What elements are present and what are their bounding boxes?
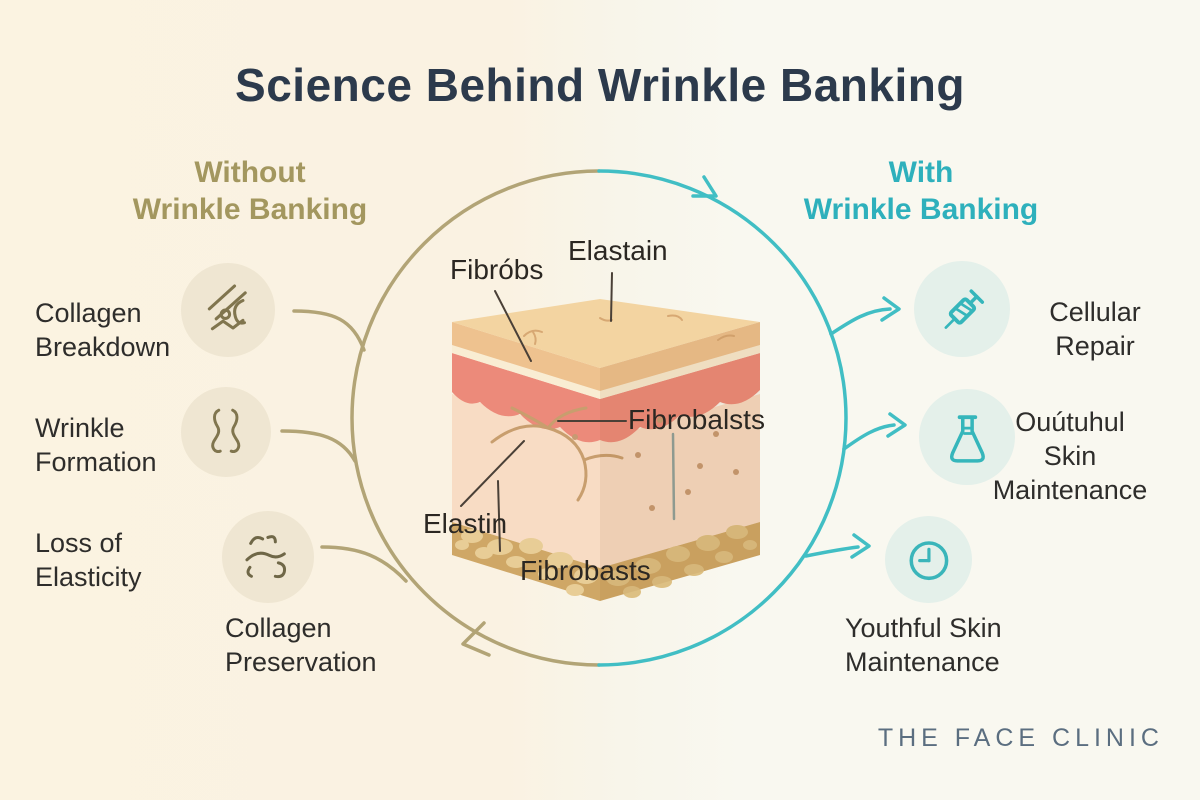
loss-of-elasticity-chip — [222, 511, 314, 603]
brand-logo: THE FACE CLINIC — [877, 724, 1164, 752]
label-wrinkle-formation: Wrinkle Formation — [35, 413, 157, 477]
youthful-skin-chip — [885, 516, 972, 603]
page-title: Science Behind Wrinkle Banking — [235, 59, 965, 111]
skin-label-elastin: Elastin — [423, 508, 508, 539]
skin-label-elastain: Elastain — [568, 235, 668, 266]
syringe-icon — [944, 288, 984, 329]
wrinkle-formation-chip — [181, 387, 271, 477]
label-loss-of-elasticity: Loss of Elasticity — [35, 528, 142, 592]
label-cellular-repair: Cellular Repair — [1049, 297, 1141, 361]
label-youthful-skin-maintenance: Youthful Skin Maintenance — [845, 613, 1002, 677]
skin-surface-cracks — [523, 314, 735, 345]
label-collagen-breakdown: Collagen Breakdown — [35, 298, 171, 362]
skin-label-fibrobalsts: Fibrobalsts — [628, 404, 765, 435]
clockwise-arrow-icon — [691, 175, 718, 198]
wrinkle-formation-icon — [211, 408, 241, 453]
skin-label-fibrobs: Fibróbs — [450, 254, 544, 285]
heading-without-wrinkle-banking: Without Wrinkle Banking — [132, 156, 368, 226]
clock-icon — [909, 540, 948, 580]
counter-arrow-icon — [461, 621, 491, 657]
skin-top-face — [452, 299, 760, 368]
collagen-fibers — [490, 406, 624, 502]
loss-of-elasticity-icon — [245, 535, 287, 579]
collagen-breakdown-chip — [181, 263, 275, 357]
collagen-breakdown-icon — [208, 284, 248, 331]
flask-icon — [949, 414, 985, 463]
label-collagen-preservation: Collagen Preservation — [225, 613, 377, 677]
teal-connector-arrows — [804, 296, 907, 559]
label-ouutuhul-skin-maintenance: Ouútuhul Skin Maintenance — [992, 407, 1148, 505]
cellular-repair-chip — [914, 261, 1010, 357]
skin-maintenance-chip — [919, 389, 1015, 485]
heading-with-wrinkle-banking: With Wrinkle Banking — [803, 156, 1039, 226]
skin-label-fibrobasts: Fibrobasts — [520, 555, 651, 586]
